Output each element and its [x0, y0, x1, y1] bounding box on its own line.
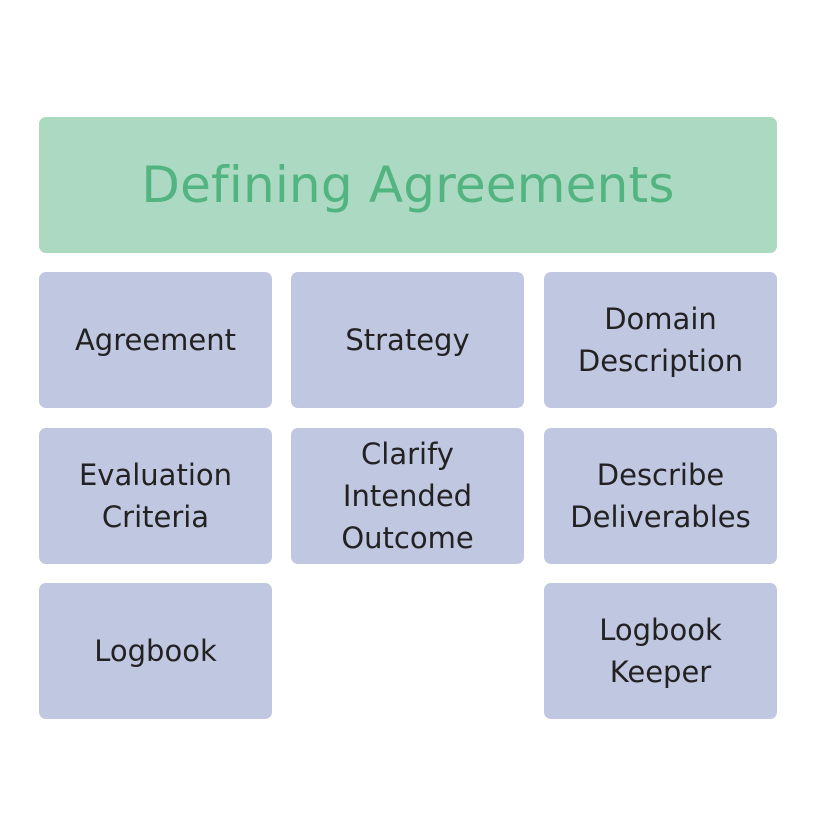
diagram-title: Defining Agreements [141, 156, 675, 214]
header-box: Defining Agreements [39, 117, 777, 253]
card-label: Logbook [94, 634, 217, 668]
card-describe-deliverables: Describe Deliverables [544, 428, 777, 564]
card-label: Domain Description [577, 302, 744, 378]
card-label: Logbook Keeper [599, 613, 722, 689]
card-strategy: Strategy [291, 272, 524, 408]
card-label: Clarify Intended Outcome [341, 437, 474, 555]
card-logbook: Logbook [39, 583, 272, 719]
card-label: Strategy [345, 323, 470, 357]
card-label: Evaluation Criteria [78, 458, 232, 534]
card-logbook-keeper: Logbook Keeper [544, 583, 777, 719]
card-agreement: Agreement [39, 272, 272, 408]
card-domain-description: Domain Description [544, 272, 777, 408]
card-clarify-intended-outcome: Clarify Intended Outcome [291, 428, 524, 564]
card-label: Describe Deliverables [570, 458, 751, 534]
card-evaluation-criteria: Evaluation Criteria [39, 428, 272, 564]
card-label: Agreement [74, 323, 237, 357]
